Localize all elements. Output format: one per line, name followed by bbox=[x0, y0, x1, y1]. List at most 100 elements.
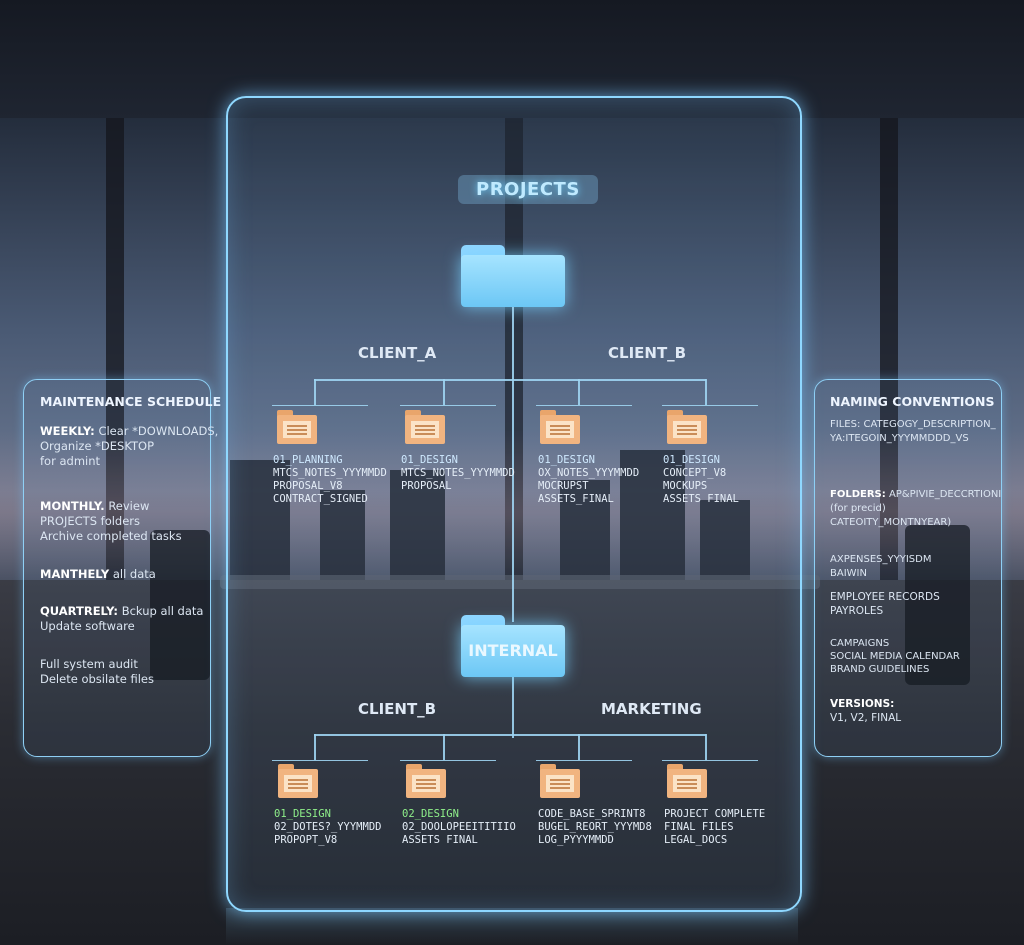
monthly-label: MONTHLY. bbox=[40, 499, 105, 513]
folder-contents[interactable]: CODE_BASE_SPRINT8 BUGEL_REORT_YYYMD8 LOG… bbox=[538, 808, 652, 847]
tree-connector bbox=[443, 379, 445, 405]
weekly-line: for admint bbox=[40, 454, 101, 468]
office-chair bbox=[905, 525, 970, 685]
tree-connector bbox=[400, 760, 496, 761]
files-line: FILES: CATEGOGY_DESCRIPTION_ bbox=[830, 419, 996, 430]
folder-name: 01_PLANNING bbox=[273, 454, 343, 466]
file-entry: MOCKUPS bbox=[663, 480, 708, 492]
employee-group: EMPLOYEE RECORDS PAYROLES bbox=[830, 590, 940, 618]
file-entry: PROPOSAL bbox=[401, 480, 452, 492]
tree-connector bbox=[314, 734, 316, 760]
maintenance-title: MAINTENANCE SCHEDULE bbox=[40, 394, 222, 409]
versions-text: V1, V2, FINAL bbox=[830, 712, 902, 724]
folder-contents[interactable]: 01_DESIGN CONCEPT_V8 MOCKUPS ASSETS FINA… bbox=[663, 454, 739, 506]
folder-icon[interactable] bbox=[667, 410, 707, 444]
naming-conventions-panel: NAMING CONVENTIONS FILES: CATEGOGY_DESCR… bbox=[814, 379, 1002, 757]
manthely-text: all data bbox=[112, 567, 156, 581]
folder-icon[interactable] bbox=[540, 764, 580, 798]
branch-client-a[interactable]: CLIENT_A bbox=[358, 344, 437, 362]
file-entry: FINAL FILES bbox=[664, 821, 734, 833]
tree-connector bbox=[662, 405, 758, 406]
tree-connector bbox=[536, 405, 632, 406]
tree-connector bbox=[662, 760, 758, 761]
group-line: AXPENSES_YYYISDM bbox=[830, 554, 932, 565]
tree-connector bbox=[536, 760, 632, 761]
monthly-line: PROJECTS folders bbox=[40, 514, 141, 528]
internal-title: INTERNAL bbox=[468, 641, 558, 660]
folder-name: 01_DESIGN bbox=[401, 454, 458, 466]
folder-icon[interactable] bbox=[540, 410, 580, 444]
folder-contents[interactable]: 01_PLANNING MTCS_NOTES_YYYMMDD PROPOSAL_… bbox=[273, 454, 387, 506]
folder-name: 01_DESIGN bbox=[538, 454, 595, 466]
expenses-group: AXPENSES_YYYISDM BAIWIN bbox=[830, 553, 931, 581]
files-rule: FILES: CATEGOGY_DESCRIPTION_ YA:ITEGOIN_… bbox=[830, 418, 996, 446]
internal-folder-icon[interactable]: INTERNAL bbox=[461, 615, 565, 677]
file-entry: PROJECT COMPLETE bbox=[664, 808, 766, 820]
naming-title: NAMING CONVENTIONS bbox=[830, 394, 995, 409]
folders-label: FOLDERS: bbox=[830, 489, 886, 500]
file-entry: ASSETS FINAL bbox=[663, 493, 739, 505]
branch-client-b[interactable]: CLIENT_B bbox=[608, 344, 687, 362]
audit-line: Full system audit bbox=[40, 657, 138, 671]
city-building bbox=[620, 450, 685, 580]
folder-icon[interactable] bbox=[406, 764, 446, 798]
file-entry: BUGEL_REORT_YYYMD8 bbox=[538, 821, 652, 833]
branch-marketing[interactable]: MARKETING bbox=[601, 700, 702, 718]
tree-connector bbox=[578, 379, 580, 405]
city-building bbox=[390, 470, 445, 580]
folder-icon[interactable] bbox=[405, 410, 445, 444]
file-entry: CODE_BASE_SPRINT8 bbox=[538, 808, 646, 820]
file-entry: MTCS_NOTES_YYYMMDD bbox=[401, 467, 515, 479]
folder-contents[interactable]: 01_DESIGN OX_NOTES_YYYMMDD MOCRUPST ASSE… bbox=[538, 454, 639, 506]
window-mullion bbox=[880, 118, 898, 588]
file-entry: PROPOPT_V8 bbox=[274, 834, 338, 846]
audit-task: Full system audit Delete obsilate files bbox=[40, 657, 154, 687]
tree-connector bbox=[578, 734, 580, 760]
file-entry: MTCS_NOTES_YYYMMDD bbox=[273, 467, 387, 479]
folder-icon[interactable] bbox=[278, 764, 318, 798]
folder-icon[interactable] bbox=[277, 410, 317, 444]
group-line: CAMPAIGNS bbox=[830, 638, 890, 649]
file-entry: ASSETS_FINAL bbox=[538, 493, 614, 505]
tree-connector bbox=[400, 405, 496, 406]
conference-table bbox=[220, 575, 820, 589]
file-entry: PROPOSAL_V8 bbox=[273, 480, 343, 492]
tree-connector bbox=[272, 760, 368, 761]
city-building bbox=[560, 480, 610, 580]
group-line: BRAND GUIDELINES bbox=[830, 664, 930, 675]
file-entry: 02_DOOLOPEEITITIIO bbox=[402, 821, 516, 833]
file-entry: CONTRACT_SIGNED bbox=[273, 493, 368, 505]
quarterly-line: Bckup all data bbox=[121, 604, 204, 618]
panel-reflection bbox=[226, 908, 798, 945]
maintenance-schedule-panel: MAINTENANCE SCHEDULE WEEKLY: Clear *DOWN… bbox=[23, 379, 221, 757]
folder-contents[interactable]: 02_DESIGN 02_DOOLOPEEITITIIO ASSETS FINA… bbox=[402, 808, 516, 847]
folder-contents[interactable]: 01_DESIGN 02_DOTES?_YYYMMDD PROPOPT_V8 bbox=[274, 808, 381, 847]
tree-connector bbox=[272, 405, 368, 406]
folders-line: (for precid) bbox=[830, 503, 886, 514]
projects-title: PROJECTS bbox=[458, 175, 598, 204]
weekly-label: WEEKLY: bbox=[40, 424, 95, 438]
group-line: BAIWIN bbox=[830, 568, 867, 579]
tree-connector bbox=[314, 379, 316, 405]
folder-contents[interactable]: PROJECT COMPLETE FINAL FILES LEGAL_DOCS bbox=[664, 808, 765, 847]
file-entry: 02_DOTES?_YYYMMDD bbox=[274, 821, 382, 833]
folder-contents[interactable]: 01_DESIGN MTCS_NOTES_YYYMMDD PROPOSAL bbox=[401, 454, 515, 493]
projects-folder-icon[interactable] bbox=[461, 245, 565, 307]
tree-connector bbox=[314, 379, 706, 381]
branch-client-b-internal[interactable]: CLIENT_B bbox=[358, 700, 437, 718]
audit-line: Delete obsilate files bbox=[40, 672, 154, 686]
group-line: PAYROLES bbox=[830, 605, 884, 617]
folders-line: CATEOITY_MONTNYEAR) bbox=[830, 517, 952, 528]
folders-line: AP&PIVIE_DECCRTIONI bbox=[888, 489, 1002, 500]
file-entry: LOG_PYYYMMDD bbox=[538, 834, 614, 846]
window-mullion bbox=[505, 118, 523, 588]
file-entry: ASSETS FINAL bbox=[402, 834, 478, 846]
quarterly-task: QUARTRELY: Bckup all data Update softwar… bbox=[40, 604, 203, 634]
city-building bbox=[320, 490, 365, 580]
folder-icon[interactable] bbox=[667, 764, 707, 798]
tree-connector bbox=[705, 734, 707, 760]
folder-name: 02_DESIGN bbox=[402, 808, 459, 820]
tree-connector bbox=[314, 734, 706, 736]
tree-trunk bbox=[512, 307, 514, 622]
versions-label: VERSIONS: bbox=[830, 698, 895, 710]
